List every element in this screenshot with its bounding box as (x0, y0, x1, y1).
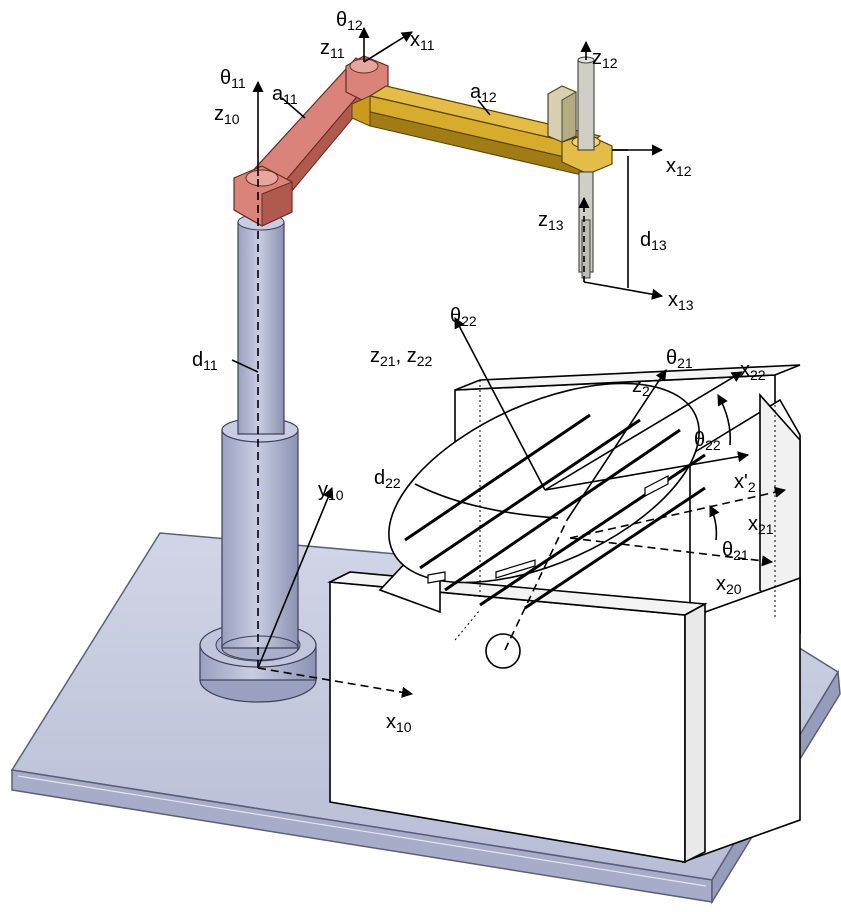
label-x20-sub: 20 (726, 581, 742, 597)
label-x20-sym: x (716, 573, 726, 595)
label-a11-sym: a (272, 83, 284, 105)
label-x21: x21 (748, 514, 774, 536)
label-z12-sub: 12 (602, 55, 618, 71)
rotary-table (327, 364, 801, 864)
label-z21-sym: z (370, 345, 380, 367)
label-theta11: θ11 (220, 68, 246, 90)
label-z21-z22-sep: , (395, 345, 407, 367)
label-z12-sym: z (592, 47, 602, 69)
label-theta21-arc: θ21 (722, 540, 749, 562)
label-theta21-top: θ21 (666, 348, 693, 370)
label-theta21-arc-sym: θ (722, 539, 734, 561)
label-z2-sym: z (632, 375, 642, 397)
label-x22: x22 (740, 360, 766, 382)
label-y10-sub: 10 (328, 487, 344, 503)
label-y10: y10 (318, 480, 344, 502)
label-a11-sub: 11 (283, 91, 298, 107)
label-x21-sym: x (748, 513, 758, 535)
label-x20: x20 (716, 574, 742, 596)
label-x12-sym: x (666, 155, 676, 177)
label-theta22-arc: θ22 (694, 430, 721, 452)
label-z10-sym: z (214, 103, 224, 125)
label-x10-sym: x (386, 711, 396, 733)
label-x22-sym: x (740, 359, 750, 381)
label-x11-sub: 11 (420, 37, 435, 53)
label-theta22-arc-sym: θ (694, 429, 706, 451)
label-d13-sub: 13 (651, 237, 667, 253)
link-a12 (351, 56, 613, 279)
label-d13: d13 (640, 230, 667, 252)
label-x2prime: x'2 (734, 472, 756, 494)
label-x13: x13 (668, 290, 694, 312)
coordinate-axes (231, 26, 787, 698)
label-d13-sym: d (640, 229, 652, 251)
label-theta22-arc-sub: 22 (705, 437, 721, 453)
label-z10-sub: 10 (224, 111, 240, 127)
label-theta21-top-sub: 21 (677, 355, 693, 371)
label-z11: z11 (320, 38, 345, 60)
label-theta22: θ22 (450, 306, 477, 328)
label-z2: z2 (632, 376, 650, 398)
label-theta11-sub: 11 (231, 75, 246, 91)
label-x2prime-sub: 2 (747, 479, 756, 495)
label-theta22-sub: 22 (461, 313, 477, 329)
label-a11: a11 (272, 84, 298, 106)
label-z21-sub: 21 (380, 353, 396, 369)
label-theta22-sym: θ (450, 305, 462, 327)
label-y10-sym: y (318, 479, 328, 501)
label-z21-z22: z21, z22 (370, 346, 432, 368)
label-z2-sub: 2 (642, 383, 650, 399)
label-z13-sub: 13 (548, 217, 564, 233)
label-x10-sub: 10 (396, 719, 412, 735)
label-d11: d11 (192, 350, 218, 372)
label-x10: x10 (386, 712, 412, 734)
label-theta12: θ12 (336, 10, 363, 32)
label-z12: z12 (592, 48, 618, 70)
label-z13-sym: z (538, 209, 548, 231)
label-d22-sub: 22 (385, 475, 401, 491)
label-d22: d22 (374, 468, 401, 490)
label-x22-sub: 22 (750, 367, 766, 383)
label-x13-sub: 13 (678, 297, 694, 313)
label-a12-sub: 12 (481, 89, 497, 105)
label-theta12-sub: 12 (347, 17, 363, 33)
label-d22-sym: d (374, 467, 386, 489)
label-x12: x12 (666, 156, 692, 178)
label-x13-sym: x (668, 289, 678, 311)
label-theta11-sym: θ (220, 67, 232, 89)
label-x21-sub: 21 (758, 521, 774, 537)
label-a12-sym: a (470, 81, 482, 103)
label-d11-sym: d (192, 349, 204, 371)
label-z11-sym: z (320, 37, 330, 59)
link-a11 (233, 55, 389, 227)
label-x11: x11 (410, 30, 435, 52)
label-x11-sym: x (410, 29, 420, 51)
label-z22-sym: z (406, 345, 417, 367)
label-theta12-sym: θ (336, 9, 348, 31)
label-x2prime-sym: x' (734, 471, 748, 493)
label-z11-sub: 11 (330, 45, 345, 61)
label-z22-sub: 22 (416, 353, 433, 369)
label-theta21-arc-sub: 21 (733, 547, 749, 563)
label-z10: z10 (214, 104, 240, 126)
label-a12: a12 (470, 82, 497, 104)
label-x12-sub: 12 (676, 163, 692, 179)
label-d11-sub: 11 (203, 357, 218, 373)
label-z13: z13 (538, 210, 564, 232)
label-theta21-top-sym: θ (666, 347, 678, 369)
